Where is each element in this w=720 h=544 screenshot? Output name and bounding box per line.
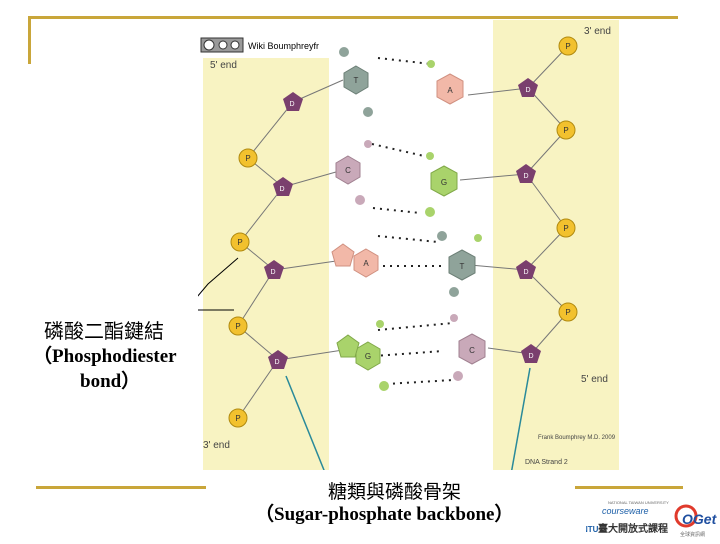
svg-text:T: T [460,262,465,271]
svg-text:P: P [563,126,568,135]
right-phosphates: P P P P [556,36,578,322]
svg-text:P: P [565,308,570,317]
label-5-end-bottom: 5' end [581,374,608,385]
slide-frame-bottom-right [575,486,683,489]
left-sugars: D D D D [264,92,303,369]
backbone-label-cn: 糖類與磷酸骨架 [328,481,462,503]
svg-text:P: P [563,224,568,233]
label-3-end-top: 3' end [584,26,611,37]
backbone-label-en: （Sugar-phosphate backbone） [255,504,514,525]
svg-text:A: A [363,259,369,268]
svg-text:P: P [235,414,240,423]
svg-text:C: C [345,166,351,175]
footer-logos: NATIONAL TAIWAN UNIVERSITY courseware NT… [582,496,720,540]
svg-text:OGet: OGet [682,511,718,527]
svg-text:D: D [525,87,530,94]
svg-text:D: D [528,353,533,360]
label-3-end-bottom: 3' end [203,440,230,451]
svg-text:P: P [245,154,250,163]
svg-text:NTU: NTU [586,525,599,534]
left-phosphates: P P P P [228,148,258,428]
courseware-logo-icon: NATIONAL TAIWAN UNIVERSITY courseware NT… [582,500,718,538]
svg-text:C: C [469,346,475,355]
pointer-lines [198,257,531,470]
slide-frame-top [30,16,678,19]
svg-text:G: G [441,178,447,187]
svg-text:D: D [270,269,275,276]
svg-text:NATIONAL TAIWAN UNIVERSITY: NATIONAL TAIWAN UNIVERSITY [608,500,669,505]
right-bases: A G T C [430,73,486,365]
svg-text:P: P [235,322,240,331]
left-atoms [339,47,389,391]
svg-text:P: P [565,42,570,51]
svg-text:P: P [237,238,242,247]
slide-frame-bottom [36,486,206,489]
hydrogen-bonds [371,57,454,385]
svg-text:G: G [365,352,371,361]
svg-text:D: D [523,269,528,276]
svg-text:D: D [274,359,279,366]
left-bases: T C A G [331,65,381,371]
phosphodiester-bond-label-en: （Phosphodiester [33,346,177,367]
right-atoms [425,60,482,381]
svg-text:臺大開放式課程: 臺大開放式課程 [598,522,668,535]
slide-frame-left [28,16,31,64]
svg-text:D: D [279,186,284,193]
author-credit: Frank Boumphrey M.D. 2009 [538,435,616,441]
strand-2-label: DNA Strand 2 [525,459,568,466]
cc-license-badge [200,37,244,53]
phosphodiester-bond-label-cn: 磷酸二酯鍵結 [44,319,164,343]
dna-diagram: Wiki Boumphreyfr 5' end 3' end 5' end 3'… [198,20,619,470]
phosphodiester-bond-label-en-2: bond） [80,371,141,392]
right-sugars: D D D D [516,78,541,363]
svg-text:D: D [289,101,294,108]
svg-text:D: D [523,173,528,180]
svg-text:A: A [447,86,453,95]
right-backbone-band [493,20,619,470]
label-5-end-top: 5' end [210,60,237,71]
svg-text:courseware: courseware [602,506,649,516]
svg-text:T: T [354,76,359,85]
svg-text:全球資訊網: 全球資訊網 [680,531,705,538]
credit-text: Wiki Boumphreyfr [248,41,319,51]
